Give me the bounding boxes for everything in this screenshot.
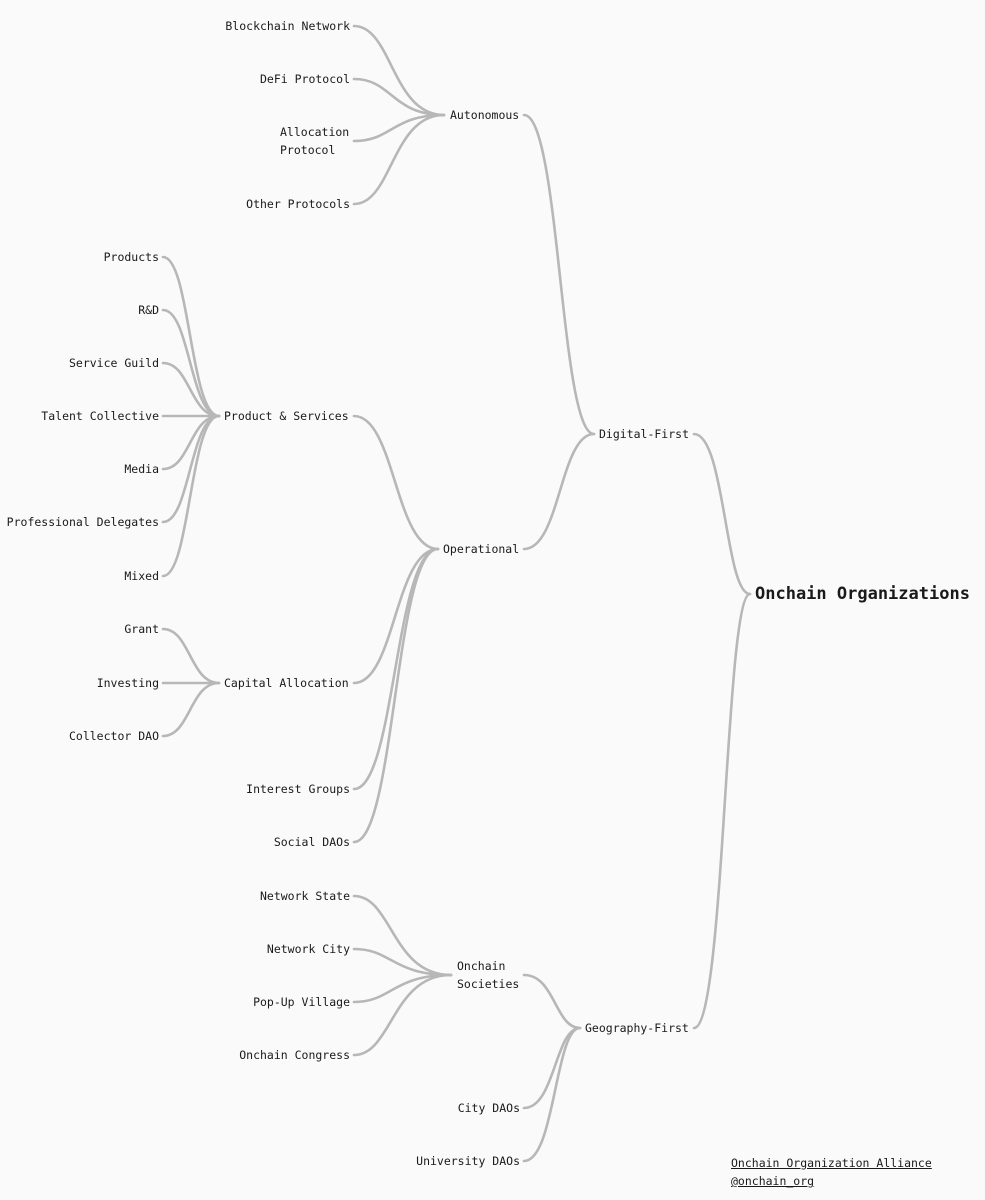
root-node-onchain-organizations: Onchain Organizations xyxy=(755,584,970,604)
leaf-blockchain-network: Blockchain Network xyxy=(225,19,350,33)
edge-allocation-protocol xyxy=(352,113,446,143)
edge-other-protocols xyxy=(352,113,446,206)
leaf-products: Products xyxy=(103,250,159,264)
edge-mixed xyxy=(161,414,221,578)
edge-product-services xyxy=(352,414,440,551)
leaf-defi-protocol: DeFi Protocol xyxy=(259,72,350,86)
leaf-allocation-protocol: Allocation Protocol xyxy=(280,125,350,157)
group-autonomous: Autonomous xyxy=(450,108,520,122)
credit-org-link[interactable]: Onchain Organization Alliance xyxy=(731,1156,932,1170)
branch-geography-first: Geography-First xyxy=(585,1021,689,1035)
edge-media xyxy=(161,414,221,471)
edge-blockchain-network xyxy=(352,24,446,117)
group-onchain-societies: Onchain Societies xyxy=(457,959,520,991)
edge-interest-groups xyxy=(352,547,440,791)
leaf-city-daos: City DAOs xyxy=(457,1101,520,1115)
edge-capital-allocation xyxy=(352,547,440,685)
leaf-social-daos: Social DAOs xyxy=(273,835,350,849)
edge-grant xyxy=(161,627,221,685)
subgroup-capital-allocation: Capital Allocation xyxy=(224,676,349,690)
leaf-talent-collective: Talent Collective xyxy=(41,409,159,423)
leaf-interest-groups: Interest Groups xyxy=(246,782,350,796)
edge-professional-delegates xyxy=(161,414,221,524)
credit-block: Onchain Organization Alliance @onchain_o… xyxy=(731,1154,932,1190)
branch-digital-first: Digital-First xyxy=(599,427,690,441)
leaf-collector-dao: Collector DAO xyxy=(68,729,159,743)
edge-pop-up-village xyxy=(352,973,453,1004)
edge-autonomous xyxy=(522,113,596,436)
leaf-other-protocols: Other Protocols xyxy=(246,197,350,211)
edge-collector-dao xyxy=(161,681,221,738)
leaf-professional-delegates: Professional Delegates xyxy=(6,515,159,529)
leaf-pop-up-village: Pop-Up Village xyxy=(253,995,350,1009)
edge-city-daos xyxy=(522,1026,582,1110)
leaf-service-guild: Service Guild xyxy=(68,356,159,370)
leaf-network-state: Network State xyxy=(259,889,350,903)
edge-defi-protocol xyxy=(352,77,446,117)
credit-handle-link[interactable]: @onchain_org xyxy=(731,1174,815,1188)
edge-network-state xyxy=(352,894,453,977)
edge-rnd xyxy=(161,308,221,418)
edge-service-guild xyxy=(161,361,221,418)
leaf-university-daos: University DAOs xyxy=(416,1154,520,1168)
edge-onchain-congress xyxy=(352,973,453,1057)
leaf-rnd: R&D xyxy=(138,303,159,317)
group-operational: Operational xyxy=(443,542,520,556)
leaf-investing: Investing xyxy=(96,676,159,690)
leaf-onchain-congress: Onchain Congress xyxy=(239,1048,350,1062)
edge-university-daos xyxy=(522,1026,582,1163)
edge-social-daos xyxy=(352,547,440,844)
leaf-mixed: Mixed xyxy=(124,569,159,583)
subgroup-product-services: Product & Services xyxy=(224,409,349,423)
edge-operational xyxy=(522,432,596,551)
edge-digital-first xyxy=(692,432,752,596)
edge-geography-first xyxy=(692,592,752,1030)
leaf-media: Media xyxy=(124,462,159,476)
edge-network-city xyxy=(352,947,453,977)
edge-onchain-societies xyxy=(522,973,582,1030)
leaf-grant: Grant xyxy=(124,622,159,636)
edge-products xyxy=(161,255,221,418)
leaf-network-city: Network City xyxy=(266,942,350,956)
